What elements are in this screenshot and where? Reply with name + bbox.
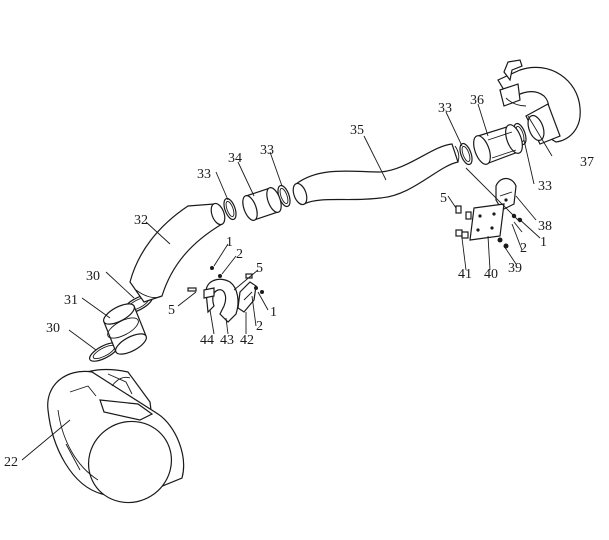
label-1-right: 1 <box>540 235 547 250</box>
label-33-c: 33 <box>438 101 452 116</box>
elbow-37-part <box>497 59 581 145</box>
label-1-bottom: 1 <box>270 305 277 320</box>
clamp-33-a <box>223 197 237 221</box>
label-5-right: 5 <box>440 191 447 206</box>
air-cleaner-part <box>47 368 185 504</box>
clamp-43-part <box>203 278 239 323</box>
bracket-40-part <box>469 203 505 241</box>
label-41: 41 <box>458 267 472 282</box>
callout-labels: 22 30 31 30 32 33 34 33 35 33 36 37 33 3… <box>4 93 594 470</box>
label-32: 32 <box>134 213 148 228</box>
label-33-b: 33 <box>260 143 274 158</box>
clamp-33-c <box>459 142 473 166</box>
label-30-lower: 30 <box>46 321 60 336</box>
label-2-right: 2 <box>520 241 527 256</box>
leader-lines <box>21 103 553 461</box>
label-5-top: 5 <box>256 261 263 276</box>
hardware-center-cluster <box>187 266 264 294</box>
label-5-left: 5 <box>168 303 175 318</box>
label-30-upper: 30 <box>86 269 100 284</box>
label-38: 38 <box>538 219 552 234</box>
label-33-d: 33 <box>538 179 552 194</box>
label-44: 44 <box>200 333 214 348</box>
label-36: 36 <box>470 93 484 108</box>
label-22: 22 <box>4 455 18 470</box>
hose-35-part <box>292 143 460 206</box>
label-2-bottom: 2 <box>256 319 263 334</box>
label-40: 40 <box>484 267 498 282</box>
label-35: 35 <box>350 123 364 138</box>
label-39: 39 <box>508 261 522 276</box>
hose-32-part <box>129 202 226 303</box>
label-33-a: 33 <box>197 167 211 182</box>
label-42: 42 <box>240 333 254 348</box>
label-31: 31 <box>64 293 78 308</box>
label-37: 37 <box>580 155 594 170</box>
bracket-42-part <box>237 281 257 313</box>
label-2-top: 2 <box>236 247 243 262</box>
coupler-31-part <box>103 303 147 355</box>
label-1-top: 1 <box>226 235 233 250</box>
label-34: 34 <box>228 151 242 166</box>
label-43: 43 <box>220 333 234 348</box>
